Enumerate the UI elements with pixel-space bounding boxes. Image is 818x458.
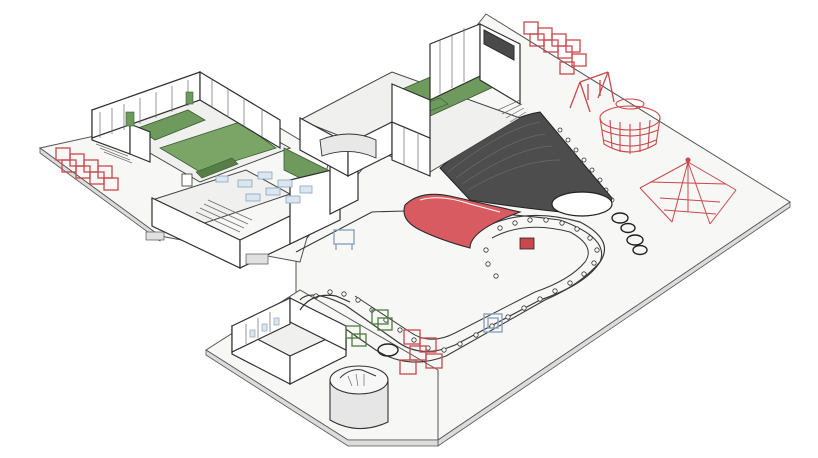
building-left (91, 70, 359, 269)
site-base (38, 13, 791, 447)
stairs-left (95, 143, 133, 164)
red-cubes-bottom (399, 329, 443, 375)
green-floor-main (159, 121, 277, 173)
red-dome-climber (599, 98, 661, 154)
red-swing-set (569, 71, 615, 113)
blue-play-frames (333, 229, 503, 333)
red-small-cube (519, 237, 535, 250)
building-centre (298, 23, 527, 178)
blue-furniture-tables (215, 171, 313, 204)
toilet-fixtures (249, 317, 280, 338)
running-track (295, 127, 648, 363)
round-tower (329, 343, 399, 430)
red-cube-shelves-left (55, 147, 119, 191)
red-net-climber (639, 157, 737, 225)
green-cubes-bottom (345, 309, 393, 347)
ring-circles (611, 212, 648, 256)
red-cube-shelves-top (523, 21, 587, 75)
track-dots (313, 217, 600, 353)
red-stage (403, 193, 535, 250)
building-bottom (230, 294, 351, 385)
